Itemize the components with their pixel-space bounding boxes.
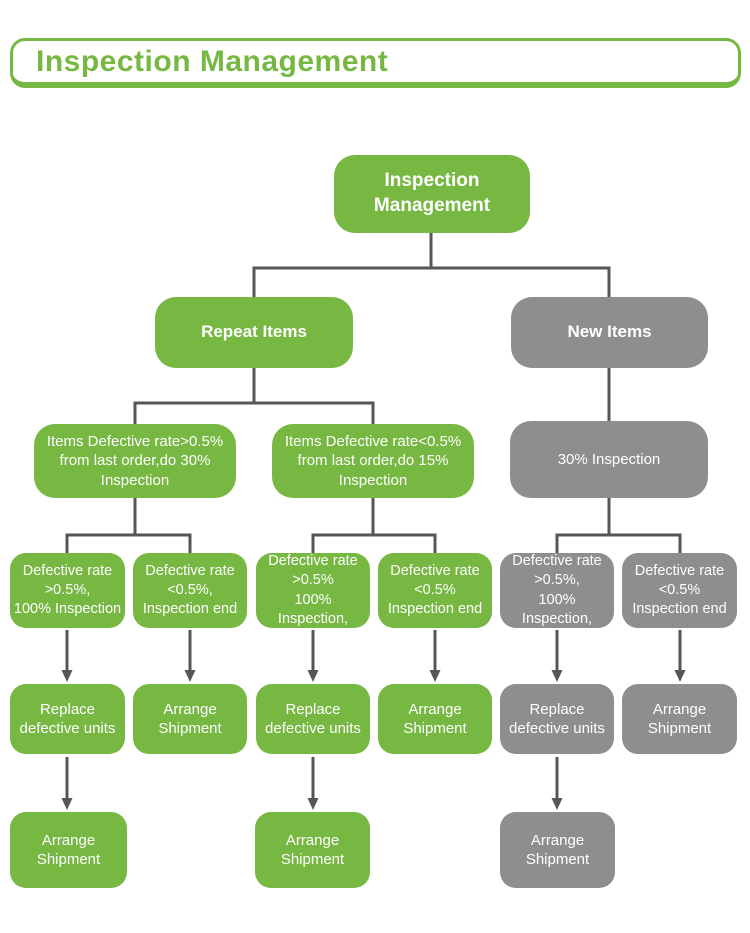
node-l6-arrange-shipment-1: Arrange Shipment — [10, 812, 127, 888]
node-l5-replace-defective-units-3: Replace defective units — [500, 684, 614, 754]
node-l6-arrange-shipment-3: Arrange Shipment — [500, 812, 615, 888]
down-arrow-l4-col1 — [61, 630, 73, 682]
down-arrow-l4-col6 — [674, 630, 686, 682]
node-defective-rate-gt-0-5-do-30: Items Defective rate>0.5% from last orde… — [34, 424, 236, 498]
node-repeat-items: Repeat Items — [155, 297, 353, 368]
down-arrow-l5-col5 — [551, 757, 563, 810]
down-arrow-l5-col1 — [61, 757, 73, 810]
page-title: Inspection Management — [36, 44, 389, 78]
down-arrow-l4-col2 — [184, 630, 196, 682]
node-l4-rate-gt-100-inspection-1: Defective rate >0.5%, 100% Inspection — [10, 553, 125, 628]
node-l4-rate-lt-inspection-end-3: Defective rate <0.5% Inspection end — [622, 553, 737, 628]
connector-30inspection-to-level4 — [555, 498, 682, 553]
node-l4-rate-gt-100-inspection-3: Defective rate >0.5%, 100% Inspection, — [500, 553, 614, 628]
node-l4-rate-gt-100-inspection-2: Defective rate >0.5% 100% Inspection, — [256, 553, 370, 628]
node-l5-replace-defective-units-1: Replace defective units — [10, 684, 125, 754]
node-l5-replace-defective-units-2: Replace defective units — [256, 684, 370, 754]
down-arrow-l5-col3 — [307, 757, 319, 810]
node-l5-arrange-shipment-3: Arrange Shipment — [622, 684, 737, 754]
connector-rate15-to-level4 — [311, 498, 437, 553]
node-l4-rate-lt-inspection-end-2: Defective rate <0.5% Inspection end — [378, 553, 492, 628]
node-l5-arrange-shipment-1: Arrange Shipment — [133, 684, 247, 754]
connector-rate30-to-level4 — [65, 498, 192, 553]
down-arrow-l4-col4 — [429, 630, 441, 682]
node-new-items: New Items — [511, 297, 708, 368]
node-l5-arrange-shipment-2: Arrange Shipment — [378, 684, 492, 754]
connector-root-to-level2 — [252, 233, 611, 297]
node-inspection-management: Inspection Management — [334, 155, 530, 233]
node-defective-rate-lt-0-5-do-15: Items Defective rate<0.5% from last orde… — [272, 424, 474, 498]
page-header: Inspection Management — [10, 38, 741, 88]
down-arrow-l4-col5 — [551, 630, 563, 682]
node-l6-arrange-shipment-2: Arrange Shipment — [255, 812, 370, 888]
down-arrow-l4-col3 — [307, 630, 319, 682]
node-l4-rate-lt-inspection-end-1: Defective rate <0.5%, Inspection end — [133, 553, 247, 628]
connector-repeat-items-to-level3 — [133, 368, 375, 424]
node-30-percent-inspection: 30% Inspection — [510, 421, 708, 498]
